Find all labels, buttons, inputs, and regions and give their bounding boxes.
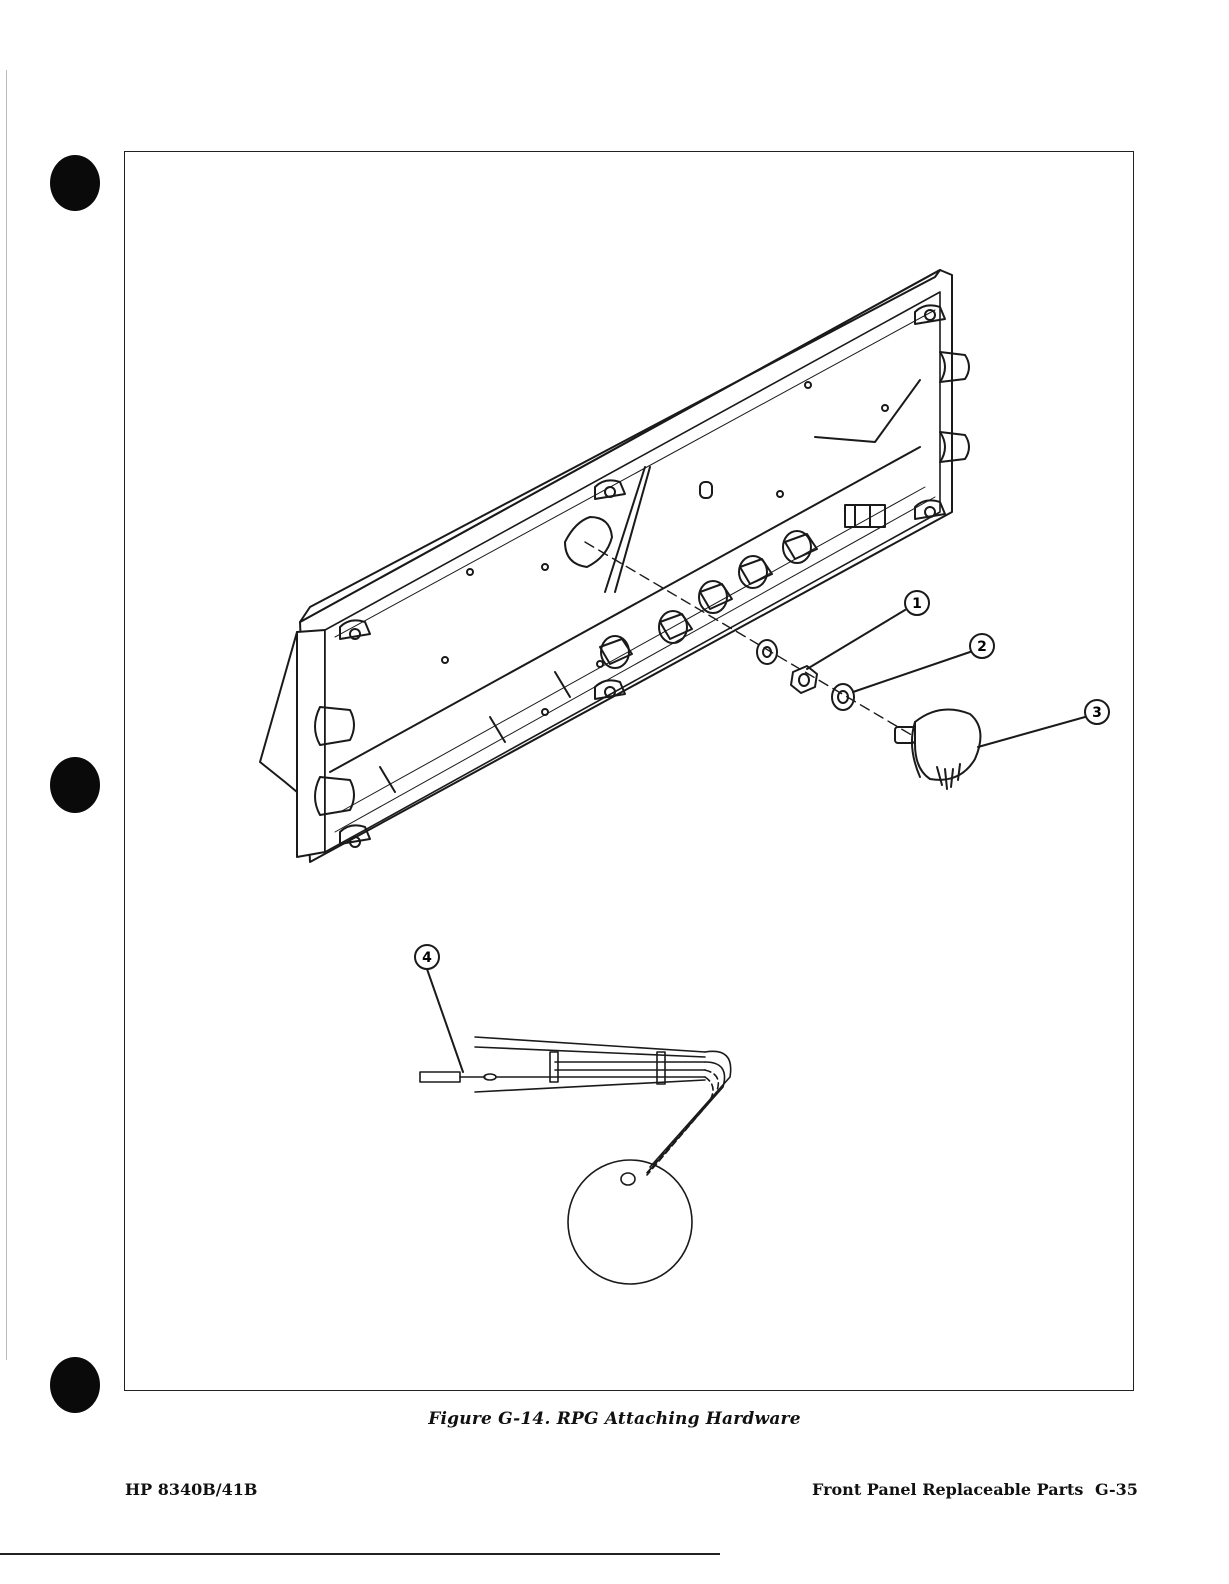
footer-page-number: G-35: [1095, 1480, 1138, 1499]
callout-1-label: 1: [912, 596, 922, 612]
washer: [832, 684, 854, 710]
footer-section-title: Front Panel Replaceable Parts: [812, 1480, 1083, 1499]
bottom-rule: [0, 1553, 720, 1555]
callout-3: [978, 700, 1109, 747]
front-panel-frame: [260, 270, 969, 862]
figure-frame: 1 2 3 4: [124, 151, 1134, 1391]
callout-4-label: 4: [422, 950, 432, 966]
hex-nut: [757, 640, 817, 693]
binder-hole-bottom: [50, 1357, 100, 1413]
callout-3-label: 3: [1092, 705, 1102, 721]
binder-hole-top: [50, 155, 100, 211]
binder-edge-line: [6, 70, 7, 1360]
callout-2: [853, 634, 994, 692]
cable-assembly: [420, 1037, 731, 1284]
figure-caption: Figure G-14. RPG Attaching Hardware: [0, 1409, 1229, 1429]
exploded-view-illustration: 1 2 3 4: [125, 152, 1135, 1392]
footer-model: HP 8340B/41B: [125, 1480, 257, 1499]
callout-2-label: 2: [977, 639, 987, 655]
rpg-encoder: [895, 710, 980, 790]
binder-hole-middle: [50, 757, 100, 813]
callout-1: [807, 591, 929, 669]
